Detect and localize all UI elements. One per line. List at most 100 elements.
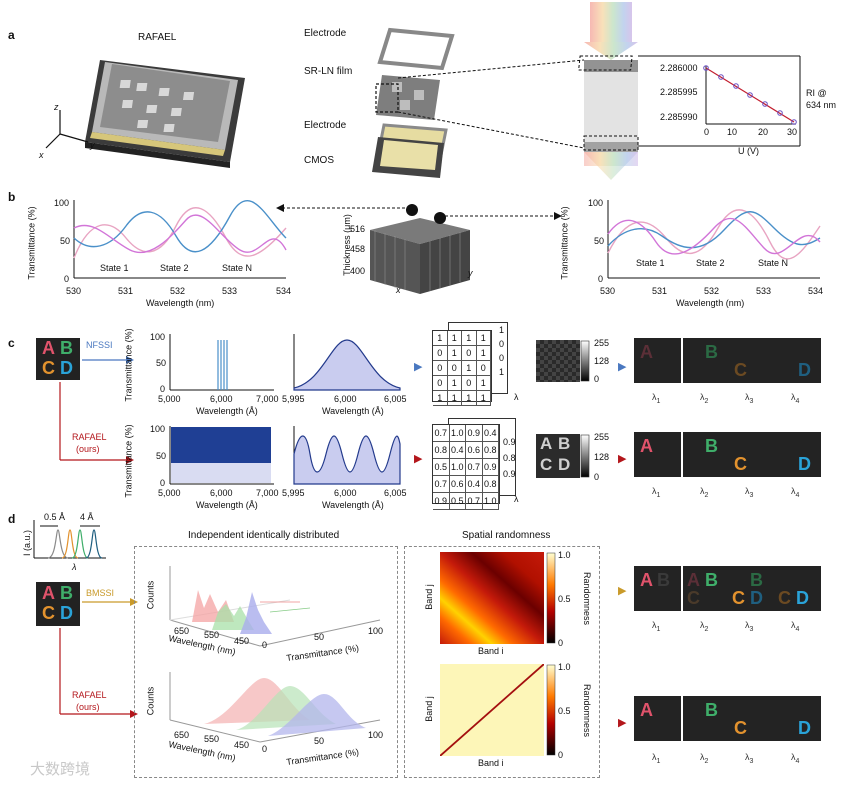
- d-rafael-label-2: (ours): [76, 702, 100, 712]
- bin-cell: 1: [447, 391, 462, 406]
- b-right-legend-3: State N: [758, 258, 789, 268]
- arrow-rafael-d: ▶: [618, 717, 627, 729]
- rafael-d-tile-2: B: [683, 696, 730, 741]
- hist2-ttick-50: 50: [314, 736, 325, 746]
- hist1-zlabel: Counts: [145, 580, 156, 610]
- bin-cell: 1: [476, 331, 491, 346]
- bin-cell: 0: [433, 346, 448, 361]
- ri-ytick-2: 2.285995: [660, 87, 698, 97]
- b-right-ytick-0: 0: [598, 274, 604, 284]
- c-plot1-ytick-50: 50: [156, 358, 167, 368]
- bmssi-tile-3: B C D: [728, 566, 775, 611]
- c-plot2-xtick-6000: 6,000: [334, 394, 357, 404]
- axes-indicator: [45, 110, 89, 149]
- c-plot2-xtick-6005: 6,005: [384, 394, 407, 404]
- d-spec-sep-1: 0.5 Å: [44, 512, 66, 522]
- iid-title: Independent identically distributed: [188, 530, 340, 541]
- panel-c-label: c: [8, 336, 15, 350]
- hm1-cbar-1: 1.0: [558, 550, 571, 560]
- rafael-d-tile-3: C: [728, 696, 775, 741]
- nfssi-transmittance-zoom: [293, 334, 401, 391]
- c-plot1-ytick-0: 0: [160, 384, 166, 394]
- ri-voltage-plot: [703, 65, 797, 125]
- hm2-ylabel: Band j: [423, 696, 434, 722]
- bin-cell: 0: [433, 361, 448, 376]
- real-cell: 0.7: [433, 425, 450, 442]
- real-back-0: 0.9: [503, 437, 516, 447]
- hist2-ttick-0: 0: [262, 744, 268, 754]
- c-plot3-ylabel: Transmittance (%): [123, 424, 134, 498]
- d-letter-d: D: [60, 603, 73, 623]
- c-lambda-symbol-bottom: λ: [514, 494, 519, 504]
- arrow-rafael-2: ▶: [618, 453, 627, 465]
- hm1-cbar-05: 0.5: [558, 594, 571, 604]
- letter-c: C: [42, 358, 55, 378]
- arrow-nfssi-1: ▶: [414, 361, 423, 373]
- thickness-tick-458: 458: [350, 244, 366, 254]
- c-lambda-symbol-top: λ: [514, 392, 519, 402]
- bin-cell: 1: [462, 361, 477, 376]
- rafael-d-tile-4: D: [774, 696, 821, 741]
- cbar-bot-128: 128: [594, 452, 610, 462]
- b-left-xtick-532: 532: [170, 286, 186, 296]
- randomness-colorbar-bottom: [546, 664, 556, 756]
- hist2-ttick-100: 100: [368, 730, 384, 740]
- b-right-xtick-533: 533: [756, 286, 772, 296]
- c-plot1-xtick-5000: 5,000: [158, 394, 181, 404]
- b-left-legend-2: State 2: [160, 263, 189, 273]
- b-left-legend-1: State 1: [100, 263, 129, 273]
- hist2-xtick-450: 450: [234, 740, 250, 750]
- real-back-1: 0.8: [503, 453, 516, 463]
- rafael-c-tile-2: B: [683, 432, 730, 477]
- bmssi-tile-1: A B: [634, 566, 681, 611]
- c-bot-lambda-2: λ2: [700, 486, 709, 499]
- light-path-illustration: [584, 2, 638, 180]
- real-cell: 0.4: [482, 425, 499, 442]
- b-right-legend-2: State 2: [696, 258, 725, 268]
- hist1-ttick-0: 0: [262, 640, 268, 650]
- thickness-tick-400: 400: [350, 266, 366, 276]
- hm2-xlabel: Band i: [478, 758, 504, 768]
- d-spec-ylabel: I (a.u.): [22, 529, 33, 557]
- ri-xtick-0: 0: [704, 127, 710, 137]
- bmssi-histogram-3d: [169, 566, 381, 647]
- rafael-measurement-image: A B C D: [536, 434, 580, 478]
- hist1-xtick-650: 650: [174, 626, 190, 636]
- spatial-title: Spatial randomness: [462, 530, 551, 541]
- c-rafael-label-1: RAFAEL: [72, 432, 107, 442]
- hist2-xtick-550: 550: [204, 734, 220, 744]
- real-cell: 1.0: [482, 493, 499, 510]
- nfssi-tile-2: B: [683, 338, 730, 383]
- nfssi-transmittance-wide: [169, 334, 274, 391]
- nfssi-tile-3: C: [728, 338, 775, 383]
- d-bot-lambda-1: λ1: [652, 752, 661, 765]
- b-right-ytick-100: 100: [588, 198, 604, 208]
- d-top-lambda-4: λ4: [791, 620, 800, 633]
- d-top-lambda-3: λ3: [745, 620, 754, 633]
- hist1-ttick-50: 50: [314, 632, 325, 642]
- hm2-cbar-1: 1.0: [558, 662, 571, 672]
- c-plot4-xtick-6000: 6,000: [334, 488, 357, 498]
- ri-xtick-10: 10: [727, 127, 738, 137]
- real-cell: 0.4: [466, 476, 483, 493]
- input-abcd-image-d: A B C D: [36, 582, 80, 626]
- gray-letter-d: D: [558, 455, 571, 474]
- c-plot4-xtick-5995: 5,995: [282, 488, 305, 498]
- nfssi-label: NFSSI: [86, 340, 113, 350]
- ri-xlabel: U (V): [738, 146, 759, 156]
- rafael-c-tile-3: C: [728, 432, 775, 477]
- real-cell: 0.7: [466, 459, 483, 476]
- bin-cell: 0: [447, 361, 462, 376]
- b-left-xtick-533: 533: [222, 286, 238, 296]
- b-connector-arrows: [276, 204, 562, 220]
- b-left-ytick-0: 0: [64, 274, 70, 284]
- d-bot-lambda-2: λ2: [700, 752, 709, 765]
- bin-cell: 1: [433, 331, 448, 346]
- bin-cell: 1: [447, 331, 462, 346]
- d-spec-xlabel: λ: [72, 562, 77, 572]
- letter-b: B: [60, 338, 73, 358]
- c-plot3-ytick-100: 100: [150, 424, 166, 434]
- bmssi-randomness-heatmap: [440, 552, 544, 644]
- b-right-legend-1: State 1: [636, 258, 665, 268]
